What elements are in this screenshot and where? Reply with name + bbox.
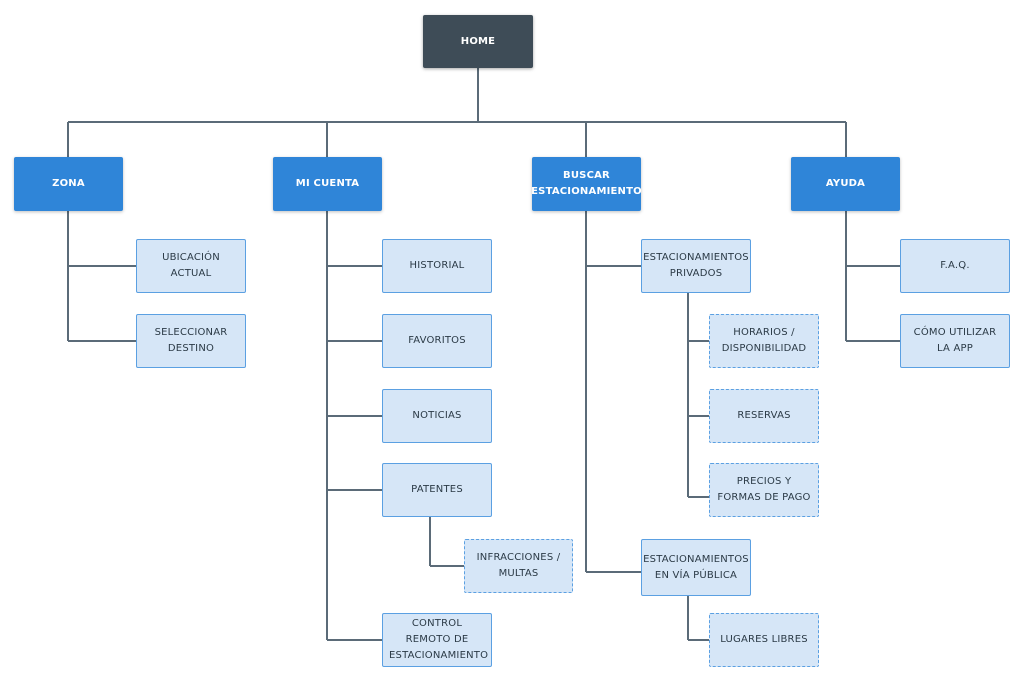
- ayuda-node: AYUDA: [791, 157, 900, 211]
- noticias-node: NOTICIAS: [382, 389, 492, 443]
- estacionamientos-via-publica-label: ESTACIONAMIENTOS EN VÍA PÚBLICA: [643, 553, 749, 581]
- patentes-label: PATENTES: [411, 484, 463, 495]
- infracciones-multas-node: INFRACCIONES / MULTAS: [464, 539, 573, 593]
- reservas-node: RESERVAS: [709, 389, 819, 443]
- lugares-libres-node: LUGARES LIBRES: [709, 613, 819, 667]
- patentes-node: PATENTES: [382, 463, 492, 517]
- seleccionar-destino-label: SELECCIONAR DESTINO: [154, 327, 228, 354]
- zona-node: ZONA: [14, 157, 123, 211]
- home-node: HOME: [423, 15, 533, 68]
- mi-cuenta-label: MI CUENTA: [295, 178, 360, 189]
- como-utilizar-app-label: CÓMO UTILIZAR LA APP: [913, 327, 997, 354]
- ayuda-label: AYUDA: [825, 178, 866, 189]
- ubicacion-actual-node: UBICACIÓN ACTUAL: [136, 239, 246, 293]
- estacionamientos-via-publica-node: ESTACIONAMIENTOS EN VÍA PÚBLICA: [641, 539, 751, 596]
- control-remoto-node: CONTROL REMOTO DE ESTACIONAMIENTO: [382, 613, 492, 667]
- precios-formas-pago-node: PRECIOS Y FORMAS DE PAGO: [709, 463, 819, 517]
- historial-node: HISTORIAL: [382, 239, 492, 293]
- horarios-disponibilidad-node: HORARIOS / DISPONIBILIDAD: [709, 314, 819, 368]
- favoritos-label: FAVORITOS: [408, 335, 466, 346]
- seleccionar-destino-node: SELECCIONAR DESTINO: [136, 314, 246, 368]
- precios-formas-pago-label: PRECIOS Y FORMAS DE PAGO: [717, 476, 811, 503]
- control-remoto-label: CONTROL REMOTO DE ESTACIONAMIENTO: [389, 618, 489, 661]
- ubicacion-actual-label: UBICACIÓN ACTUAL: [162, 252, 220, 279]
- buscar-estacionamiento-label: BUSCAR ESTACIONAMIENTO: [531, 170, 642, 197]
- noticias-label: NOTICIAS: [412, 410, 462, 421]
- lugares-libres-label: LUGARES LIBRES: [720, 634, 808, 645]
- home-label: HOME: [460, 35, 496, 47]
- estacionamientos-privados-node: ESTACIONAMIENTOS PRIVADOS: [641, 239, 751, 293]
- infracciones-multas-label: INFRACCIONES / MULTAS: [476, 552, 561, 579]
- faq-node: F.A.Q.: [900, 239, 1010, 293]
- reservas-label: RESERVAS: [737, 410, 791, 421]
- buscar-estacionamiento-node: BUSCAR ESTACIONAMIENTO: [531, 157, 642, 211]
- favoritos-node: FAVORITOS: [382, 314, 492, 368]
- estacionamientos-privados-label: ESTACIONAMIENTOS PRIVADOS: [643, 252, 749, 279]
- horarios-disponibilidad-label: HORARIOS / DISPONIBILIDAD: [721, 327, 807, 354]
- faq-label: F.A.Q.: [940, 260, 970, 271]
- zona-label: ZONA: [52, 178, 85, 189]
- como-utilizar-app-node: CÓMO UTILIZAR LA APP: [900, 314, 1010, 368]
- mi-cuenta-node: MI CUENTA: [273, 157, 382, 211]
- historial-label: HISTORIAL: [409, 260, 465, 271]
